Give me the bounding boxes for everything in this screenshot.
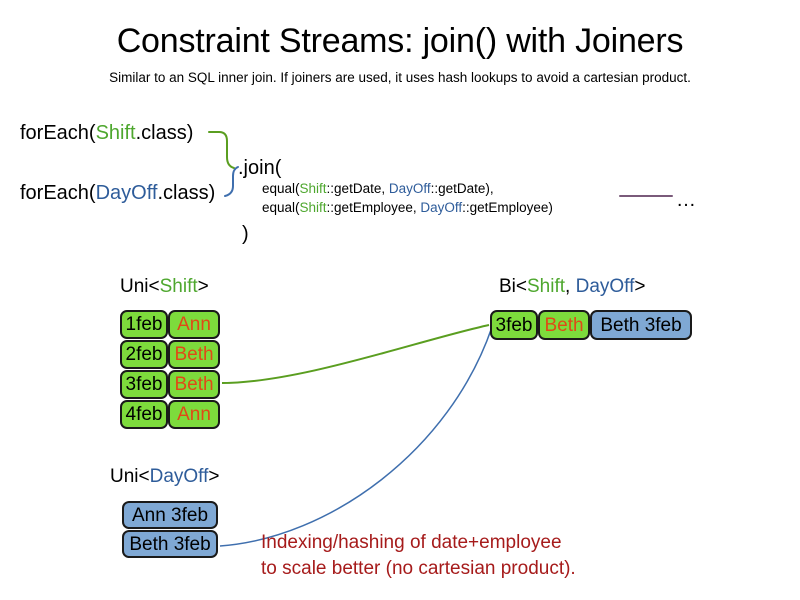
table-row[interactable]: 1feb Ann xyxy=(120,310,220,339)
code-join-close: ) xyxy=(242,223,249,245)
foreach-dayoff-suffix: .class) xyxy=(157,182,216,204)
uni-dayoff-caption-type: DayOff xyxy=(149,466,209,487)
caption-uni-dayoff: Uni<DayOff> xyxy=(110,465,220,489)
list-item[interactable]: Beth 3feb xyxy=(122,530,218,558)
cell-shift-employee: Beth xyxy=(168,340,220,369)
foreach-shift-type: Shift xyxy=(95,122,136,144)
cell-shift-date: 4feb xyxy=(120,400,168,429)
uni-dayoff-caption-prefix: Uni< xyxy=(110,466,150,487)
cell-dayoff-value: Ann 3feb xyxy=(122,501,218,529)
uni-dayoff-caption-suffix: > xyxy=(208,466,220,487)
foreach-shift-suffix: .class) xyxy=(135,122,194,144)
bi-caption-type-shift: Shift xyxy=(527,276,566,297)
bi-caption-suffix: > xyxy=(634,276,646,297)
joiner-employee-right-type: DayOff xyxy=(420,200,463,215)
annotation-line-2: to scale better (no cartesian product). xyxy=(261,558,576,579)
caption-bi-join: Bi<Shift, DayOff> xyxy=(499,275,645,299)
uni-shift-caption-suffix: > xyxy=(197,276,209,297)
uni-shift-caption-prefix: Uni< xyxy=(120,276,160,297)
joiner-date-left-method: ::getDate, xyxy=(326,181,389,196)
joiner-date-right-type: DayOff xyxy=(388,181,431,196)
bi-caption-type-dayoff: DayOff xyxy=(575,276,635,297)
code-joiner-employee: equal(Shift::getEmployee, DayOff::getEmp… xyxy=(262,199,553,217)
bi-caption-separator: , xyxy=(565,276,576,297)
page-title: Constraint Streams: join() with Joiners xyxy=(116,22,684,60)
annotation-line-1: Indexing/hashing of date+employee xyxy=(261,532,562,553)
cell-shift-employee: Ann xyxy=(168,310,220,339)
cell-bi-employee: Beth xyxy=(538,310,590,340)
table-row[interactable]: 3feb Beth xyxy=(120,370,220,399)
list-item[interactable]: Ann 3feb xyxy=(122,501,218,529)
joiner-employee-fn: equal( xyxy=(262,200,300,215)
foreach-dayoff-prefix: forEach( xyxy=(20,182,96,204)
bi-caption-prefix: Bi< xyxy=(499,276,527,297)
table-row[interactable]: 3feb Beth Beth 3feb xyxy=(490,310,692,340)
code-join-open: .join( xyxy=(238,157,282,179)
cell-dayoff-value: Beth 3feb xyxy=(122,530,218,558)
cell-shift-date: 2feb xyxy=(120,340,168,369)
cell-bi-dayoff: Beth 3feb xyxy=(590,310,692,340)
cell-shift-employee: Beth xyxy=(168,370,220,399)
code-foreach-dayoff: forEach(DayOff.class) xyxy=(20,180,215,206)
foreach-shift-prefix: forEach( xyxy=(20,122,96,144)
foreach-dayoff-type: DayOff xyxy=(95,182,158,204)
code-joiner-date: equal(Shift::getDate, DayOff::getDate), xyxy=(262,180,494,198)
joiner-employee-left-type: Shift xyxy=(299,200,327,215)
cell-shift-employee: Ann xyxy=(168,400,220,429)
joiner-employee-right-method: ::getEmployee) xyxy=(462,200,553,215)
code-continuation-ellipsis: … xyxy=(676,189,696,211)
table-row[interactable]: 2feb Beth xyxy=(120,340,220,369)
caption-uni-shift: Uni<Shift> xyxy=(120,275,209,299)
page-subtitle: Similar to an SQL inner join. If joiners… xyxy=(109,70,691,85)
cell-shift-date: 3feb xyxy=(120,370,168,399)
joiner-date-right-method: ::getDate), xyxy=(430,181,494,196)
joiner-date-fn: equal( xyxy=(262,181,300,196)
cell-shift-date: 1feb xyxy=(120,310,168,339)
uni-shift-caption-type: Shift xyxy=(159,276,198,297)
joiner-date-left-type: Shift xyxy=(299,181,327,196)
code-foreach-shift: forEach(Shift.class) xyxy=(20,120,193,146)
table-row[interactable]: 4feb Ann xyxy=(120,400,220,429)
cell-bi-date: 3feb xyxy=(490,310,538,340)
joiner-employee-left-method: ::getEmployee, xyxy=(326,200,421,215)
